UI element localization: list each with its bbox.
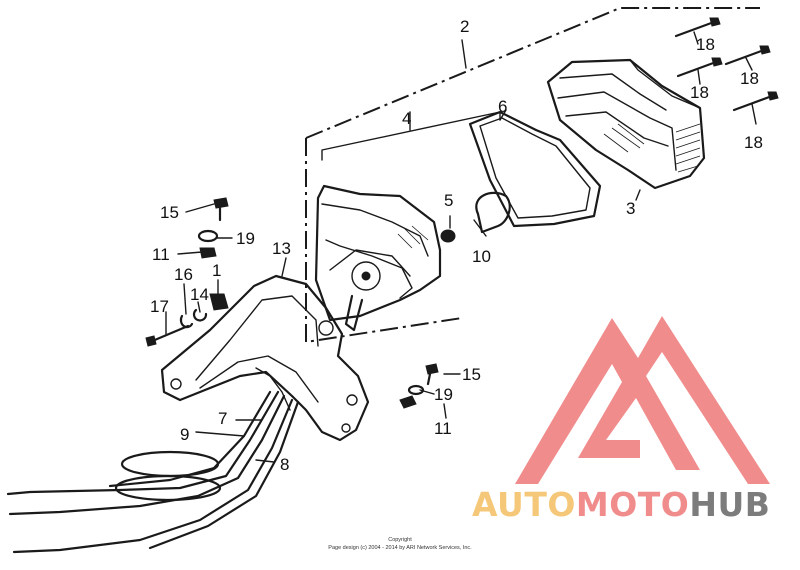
label-part-13: 13 [272,239,291,258]
label-part-5: 5 [444,191,453,210]
label-part-15: 15 [462,365,481,384]
assembly-outline [305,7,760,344]
socket-connector [440,215,456,243]
label-part-18: 18 [740,69,759,88]
bulb [473,191,511,237]
lens-gasket [468,110,602,228]
copyright-line-1: Copyright [388,537,412,543]
label-part-8: 8 [280,455,289,474]
watermark-text: AUTOMOTOHUB [472,485,770,524]
label-part-19: 19 [434,385,453,404]
hardware-left [145,197,229,347]
label-part-1: 1 [212,261,221,280]
label-part-19: 19 [236,229,255,248]
mounting-bracket [160,274,370,442]
part-number-labels: 2 18 18 18 18 4 6 3 5 10 15 19 11 13 16 … [150,17,763,474]
watermark-moto: MOTO [576,485,689,524]
watermark-hub: HUB [689,485,770,524]
label-part-18: 18 [696,35,715,54]
label-part-18: 18 [744,133,763,152]
label-part-2: 2 [460,17,469,36]
leader-lines [165,109,641,419]
copyright-notice: Copyright Page design (c) 2004 - 2014 by… [328,537,472,551]
watermark-auto: AUTO [472,485,576,524]
automotohub-watermark: AUTOMOTOHUB [472,316,770,524]
label-part-6: 6 [498,97,507,116]
label-part-11: 11 [152,245,170,264]
label-part-3: 3 [626,199,635,218]
copyright-line-2: Page design (c) 2004 - 2014 by ARI Netwo… [328,545,472,551]
taillight-lens [546,58,706,190]
label-part-16: 16 [174,265,193,284]
watermark-logo-icon [515,316,770,484]
label-part-4: 4 [402,109,411,128]
label-part-14: 14 [190,285,209,304]
label-part-9: 9 [180,425,189,444]
wiring-harness [6,390,300,554]
label-part-17: 17 [150,297,169,316]
lens-screws [674,17,779,125]
label-part-7: 7 [218,409,227,428]
label-part-10: 10 [472,247,491,266]
label-part-11: 11 [434,419,452,438]
hardware-right [399,363,439,409]
label-part-15: 15 [160,203,179,222]
taillight-housing [314,184,442,332]
label-part-18: 18 [690,83,709,102]
